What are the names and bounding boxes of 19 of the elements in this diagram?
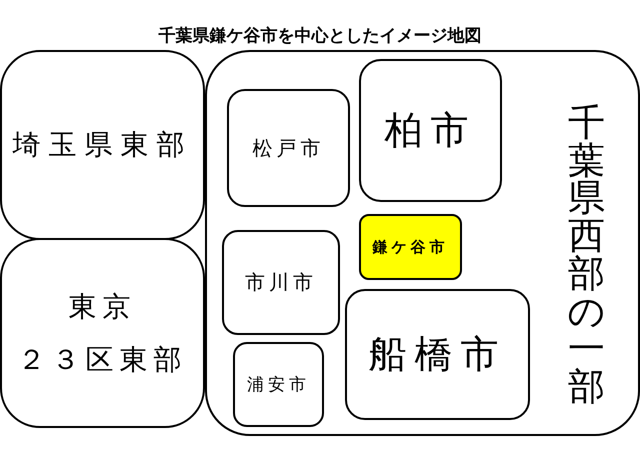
place-name: 船橋市 xyxy=(368,331,506,378)
map-title: 千葉県鎌ケ谷市を中心としたイメージ地図 xyxy=(158,25,482,47)
place-name: 松戸市 xyxy=(252,134,324,162)
city-box xyxy=(222,230,340,335)
city-box xyxy=(359,59,502,202)
place-name: 市川市 xyxy=(245,269,317,296)
region-box xyxy=(205,50,640,436)
city-box xyxy=(359,214,462,280)
place-name: 鎌ケ谷市 xyxy=(372,238,448,256)
place-name: 浦安市 xyxy=(247,374,310,396)
place-name: 埼玉県東部 xyxy=(12,127,192,163)
city-box xyxy=(345,289,530,420)
place-name: 柏市 xyxy=(384,107,476,154)
city-box xyxy=(227,89,350,207)
place-name: 東京２３区東部 xyxy=(18,288,188,378)
region-box xyxy=(0,50,205,240)
city-box xyxy=(233,342,324,427)
region-box xyxy=(0,238,205,428)
region-label: 千葉県西部の一部 xyxy=(567,104,606,406)
